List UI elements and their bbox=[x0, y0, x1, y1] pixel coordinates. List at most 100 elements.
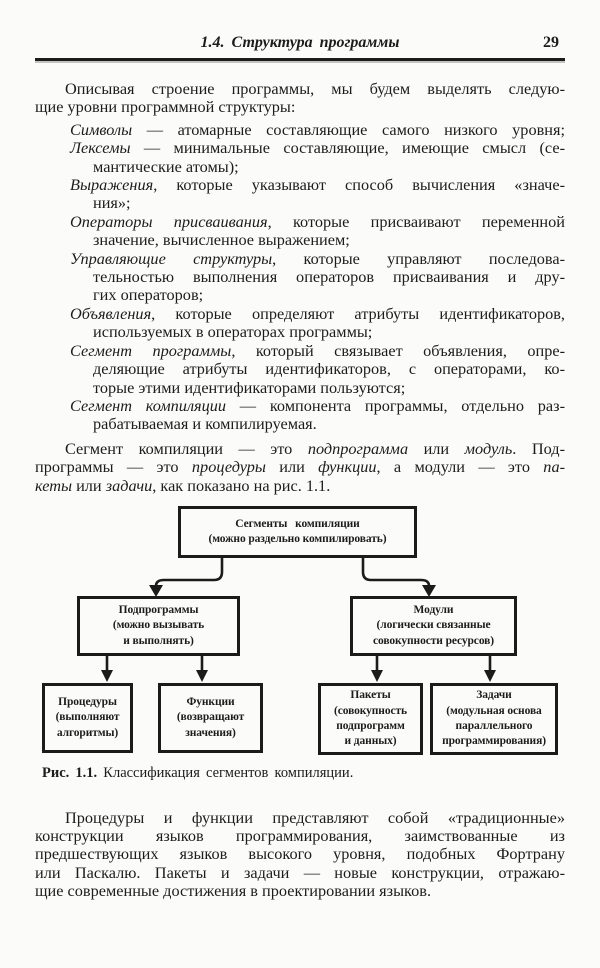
text-line: щие уровни программной структуры: bbox=[35, 98, 296, 117]
compilation-segment-paragraph: Сегмент компиляции — это подпрограмма ил… bbox=[35, 440, 565, 495]
arrow-subprograms-to-functions bbox=[196, 655, 208, 682]
box-subtitle: (совокупность bbox=[333, 704, 408, 717]
term-italic: Символы bbox=[70, 120, 133, 139]
box-subtitle: и данных) bbox=[344, 735, 397, 748]
text-line: Описывая строение программы, мы будем вы… bbox=[65, 80, 565, 98]
text-line: Операторы присваивания, которые присваив… bbox=[35, 213, 565, 231]
box-functions: Функции (возвращают значения) bbox=[158, 682, 263, 753]
box-subtitle: программирования) bbox=[442, 735, 546, 748]
text-run: — минимальные составляющие, имеющие смыс… bbox=[130, 139, 565, 158]
box-title: Сегменты компиляции bbox=[235, 517, 360, 530]
figure-label: Рис. 1.1. bbox=[42, 764, 98, 781]
text-line: программы — это процедуры или функции, а… bbox=[35, 458, 565, 476]
text-run: , которые указывают способ вычисления «з… bbox=[153, 176, 565, 195]
text-line: мантические атомы); bbox=[93, 157, 239, 176]
arrow-modules-to-packages bbox=[371, 655, 383, 682]
term-italic: Сегмент программы bbox=[70, 341, 232, 360]
text-run: или bbox=[72, 476, 106, 495]
text-line: Сегмент компиляции — это подпрограмма ил… bbox=[35, 440, 565, 458]
section-title: 1.4. Структура программы bbox=[200, 34, 400, 51]
box-procedures: Процедуры (выполняют алгоритмы) bbox=[42, 682, 133, 753]
text-line: Символы — атомарные составляющие самого … bbox=[35, 121, 565, 139]
term-italic: Сегмент компиляции bbox=[70, 396, 227, 415]
text-line: тельностью выполнения операторов присваи… bbox=[93, 268, 565, 287]
arrow-top-to-modules bbox=[361, 557, 436, 597]
box-subtitle: алгоритмы) bbox=[56, 726, 119, 739]
box-title: Модули bbox=[413, 604, 454, 617]
term-italic: модуль bbox=[464, 439, 513, 458]
text-run: Сегмент компиляции — это bbox=[65, 439, 308, 458]
box-subtitle: (логически связанные bbox=[376, 619, 491, 632]
closing-paragraph: Процедуры и функции представляют собой «… bbox=[35, 809, 565, 900]
text-line: или Паскалю. Пакеты и задачи — новые кон… bbox=[35, 863, 565, 882]
text-run: — компонента программы, отдельно раз- bbox=[226, 396, 565, 415]
text-run: — атомарные составляющие самого низкого … bbox=[132, 120, 565, 139]
box-subtitle: (модульная основа bbox=[446, 704, 542, 717]
term-italic: Объявления bbox=[70, 304, 152, 323]
term-italic: процедуры bbox=[191, 458, 266, 477]
box-subtitle: параллельного bbox=[455, 719, 533, 732]
intro-paragraph: Описывая строение программы, мы будем вы… bbox=[35, 80, 565, 117]
page-number: 29 bbox=[543, 34, 559, 51]
text-run: или bbox=[265, 458, 319, 477]
box-subtitle: и выполнять) bbox=[123, 634, 194, 647]
term-italic: па- bbox=[543, 458, 565, 477]
text-run: , которые определяют атрибуты идентифика… bbox=[151, 304, 565, 323]
caption-text: Классификация сегментов компиляции. bbox=[97, 764, 354, 781]
list-item: Сегмент компиляции — компонента программ… bbox=[35, 397, 565, 434]
text-line: деляющие атрибуты идентификаторов, с опе… bbox=[93, 360, 565, 379]
text-line: щие современные достижения в проектирова… bbox=[35, 881, 432, 900]
text-line: Процедуры и функции представляют собой «… bbox=[65, 808, 565, 827]
box-title: Функции bbox=[186, 696, 235, 709]
arrow-top-to-subprograms bbox=[149, 557, 224, 597]
term-italic: кеты bbox=[35, 476, 73, 495]
arrow-subprograms-to-procedures bbox=[101, 655, 113, 682]
box-title: Процедуры bbox=[58, 696, 117, 709]
text-line: конструкции языков программирования, заи… bbox=[35, 827, 565, 846]
text-line: ния»; bbox=[93, 194, 131, 213]
box-subtitle: (возвращают bbox=[176, 711, 245, 724]
list-item: Объявления, которые определяют атрибуты … bbox=[35, 305, 565, 342]
term-italic: Управляющие структуры bbox=[70, 249, 273, 268]
term-italic: Операторы присваивания bbox=[70, 212, 268, 231]
text-line: Объявления, которые определяют атрибуты … bbox=[35, 305, 565, 323]
list-item: Управляющие структуры, которые управляют… bbox=[35, 250, 565, 305]
text-run: , который связывает объявления, опре- bbox=[231, 341, 565, 360]
text-line: гих операторов; bbox=[93, 286, 204, 305]
box-title: Задачи bbox=[476, 689, 512, 702]
text-line: Сегмент компиляции — компонента программ… bbox=[35, 397, 565, 415]
text-run: или bbox=[408, 439, 465, 458]
term-italic: Выражения bbox=[70, 176, 154, 195]
figure-1-1-flowchart: Сегменты компиляции (можно раздельно ком… bbox=[0, 498, 600, 760]
text-line: рабатываемая и компилируемая. bbox=[93, 415, 317, 434]
arrow-modules-to-tasks bbox=[484, 655, 496, 682]
box-subprograms: Подпрограммы (можно вызывать и выполнять… bbox=[77, 595, 240, 656]
term-italic: задачи bbox=[105, 476, 153, 495]
box-subtitle: совокупности ресурсов) bbox=[372, 634, 495, 647]
text-line: Управляющие структуры, которые управляют… bbox=[35, 250, 565, 268]
box-subtitle: (можно раздельно компилировать) bbox=[208, 532, 387, 545]
list-item: Операторы присваивания, которые присваив… bbox=[35, 213, 565, 250]
term-italic: подпрограмма bbox=[307, 439, 409, 458]
text-run: . Под- bbox=[512, 439, 565, 458]
box-modules: Модули (логически связанные совокупности… bbox=[350, 595, 517, 656]
page-header: 1.4. Структура программы 29 bbox=[35, 34, 565, 54]
term-italic: функции bbox=[318, 458, 377, 477]
text-line: Сегмент программы, который связывает объ… bbox=[35, 342, 565, 360]
list-item: Символы — атомарные составляющие самого … bbox=[35, 121, 565, 139]
text-run: , а модули — это bbox=[376, 458, 544, 477]
text-line: кеты или задачи, как показано на рис. 1.… bbox=[35, 477, 565, 495]
box-compilation-segments: Сегменты компиляции (можно раздельно ком… bbox=[178, 505, 417, 558]
text-run: , которые присваивают переменной bbox=[267, 212, 565, 231]
list-item: Сегмент программы, который связывает объ… bbox=[35, 342, 565, 397]
box-packages: Пакеты (совокупность подпрограмм и данны… bbox=[318, 682, 423, 755]
list-item: Лексемы — минимальные составляющие, имею… bbox=[35, 139, 565, 176]
box-title: Пакеты bbox=[350, 689, 391, 702]
box-subtitle: значения) bbox=[185, 726, 236, 739]
text-run: , как показано на рис. 1.1. bbox=[152, 476, 331, 495]
text-line: Выражения, которые указывают способ вычи… bbox=[35, 176, 565, 194]
list-item: Выражения, которые указывают способ вычи… bbox=[35, 176, 565, 213]
text-line: предшествующих языков высокого уровня, п… bbox=[35, 845, 565, 864]
text-line: значение, вычисленное выражением; bbox=[93, 231, 350, 250]
